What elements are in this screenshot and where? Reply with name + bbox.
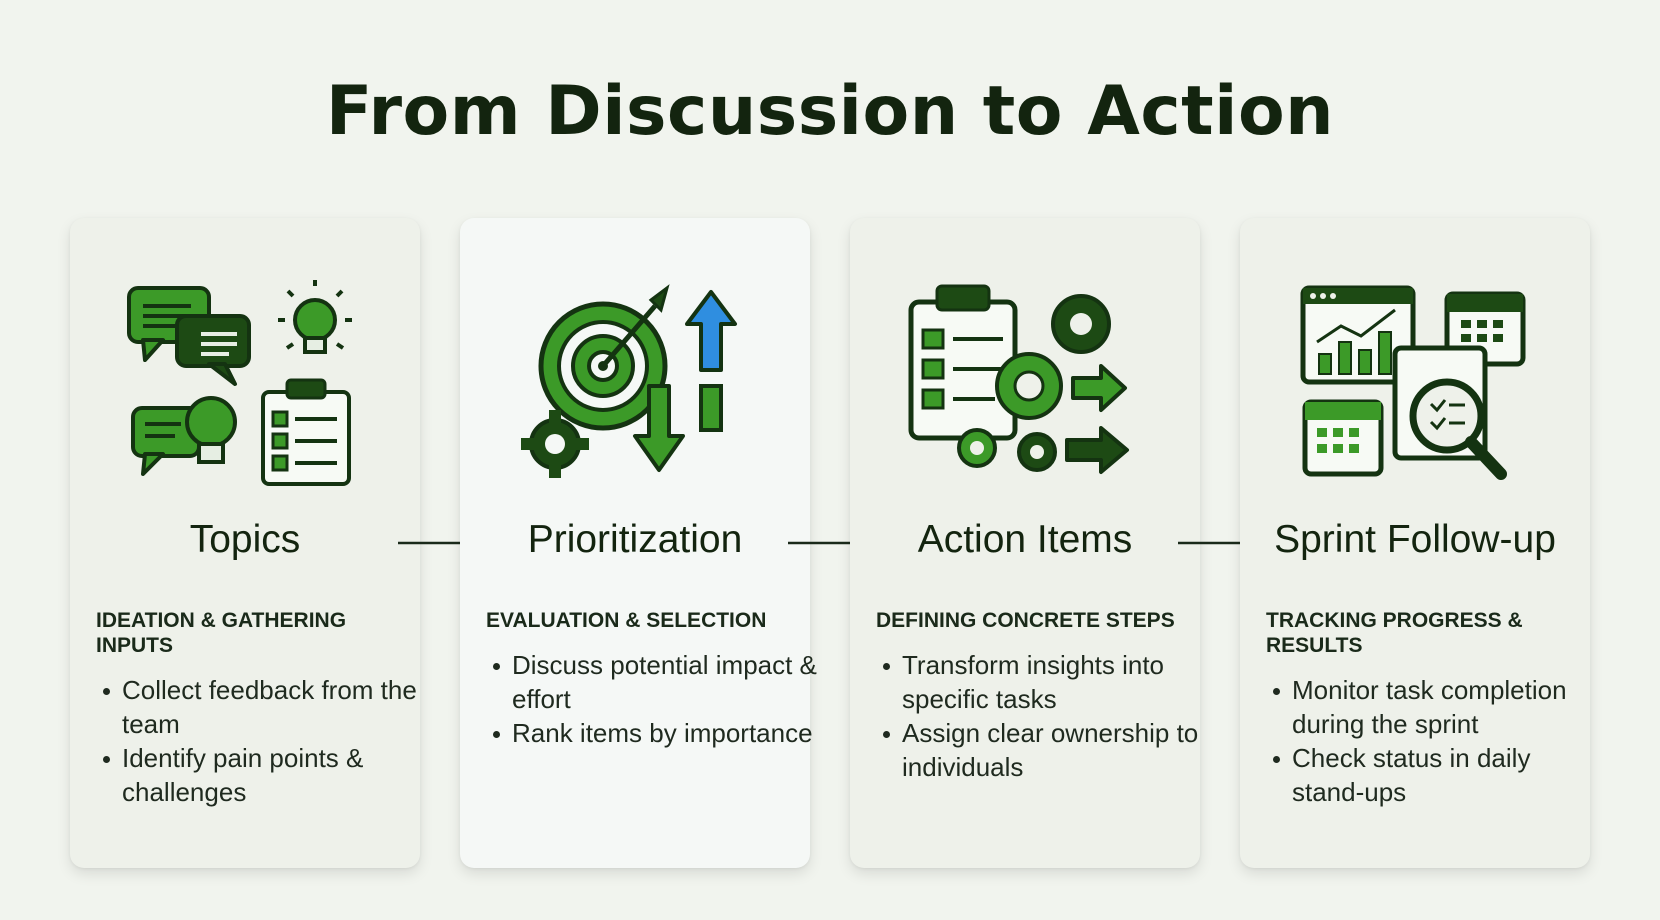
bullet-item: Transform insights into specific tasks <box>883 648 1212 716</box>
right-arrows-icon <box>1065 364 1129 474</box>
chart-window-icon <box>1300 285 1416 385</box>
step-subtitle: IDEATION & GATHERING INPUTS <box>96 609 347 657</box>
step-subtitle: EVALUATION & SELECTION <box>486 609 767 632</box>
step-title: Topics <box>189 518 301 561</box>
magnifier-checklist-icon <box>1392 345 1507 480</box>
step-title: Prioritization <box>527 518 743 561</box>
calendar-icon-small <box>1302 399 1384 477</box>
sprint-follow-up-icon-group <box>1300 285 1526 480</box>
bullet-item: Collect feedback from the team <box>103 673 432 741</box>
action-items-icon-group <box>908 284 1129 474</box>
step-bullets: Collect feedback from the team Identify … <box>96 673 432 809</box>
step-bullets: Monitor task completion during the sprin… <box>1266 673 1602 809</box>
clipboard-checklist-icon <box>908 284 1018 441</box>
gear-icon <box>521 410 589 478</box>
step-bullets: Discuss potential impact & effort Rank i… <box>486 648 822 750</box>
bullet-item: Rank items by importance <box>493 716 822 750</box>
clipboard-checklist-icon <box>261 378 351 486</box>
step-card-action-items: Action Items DEFINING CONCRETE STEPS Tra… <box>850 218 1200 868</box>
lightbulb-icon <box>278 280 352 354</box>
bullet-item: Discuss potential impact & effort <box>493 648 822 716</box>
step-subtitle: TRACKING PROGRESS & RESULTS <box>1266 609 1523 657</box>
down-arrow-icon <box>633 384 723 472</box>
chat-lightbulb-icon <box>131 396 237 476</box>
step-title: Action Items <box>917 518 1133 561</box>
bullet-item: Identify pain points & challenges <box>103 741 432 809</box>
gears-icon <box>957 294 1111 472</box>
step-card-sprint-follow-up: Sprint Follow-up TRACKING PROGRESS & RES… <box>1240 218 1590 868</box>
step-subtitle: DEFINING CONCRETE STEPS <box>876 609 1175 632</box>
step-bullets: Transform insights into specific tasks A… <box>876 648 1212 784</box>
bullet-item: Check status in daily stand-ups <box>1273 741 1602 809</box>
speech-bubbles-icon <box>127 286 251 386</box>
prioritization-icon-group <box>521 284 737 478</box>
bullet-item: Monitor task completion during the sprin… <box>1273 673 1602 741</box>
page-title: From Discussion to Action <box>325 72 1335 151</box>
step-card-topics: Topics IDEATION & GATHERING INPUTS Colle… <box>70 218 420 868</box>
bullet-item: Assign clear ownership to individuals <box>883 716 1212 784</box>
up-arrow-icon <box>685 290 737 372</box>
topics-icon-group <box>127 280 352 486</box>
step-card-prioritization: Prioritization EVALUATION & SELECTION Di… <box>460 218 817 868</box>
step-title: Sprint Follow-up <box>1274 518 1556 561</box>
target-arrow-icon <box>538 284 670 431</box>
